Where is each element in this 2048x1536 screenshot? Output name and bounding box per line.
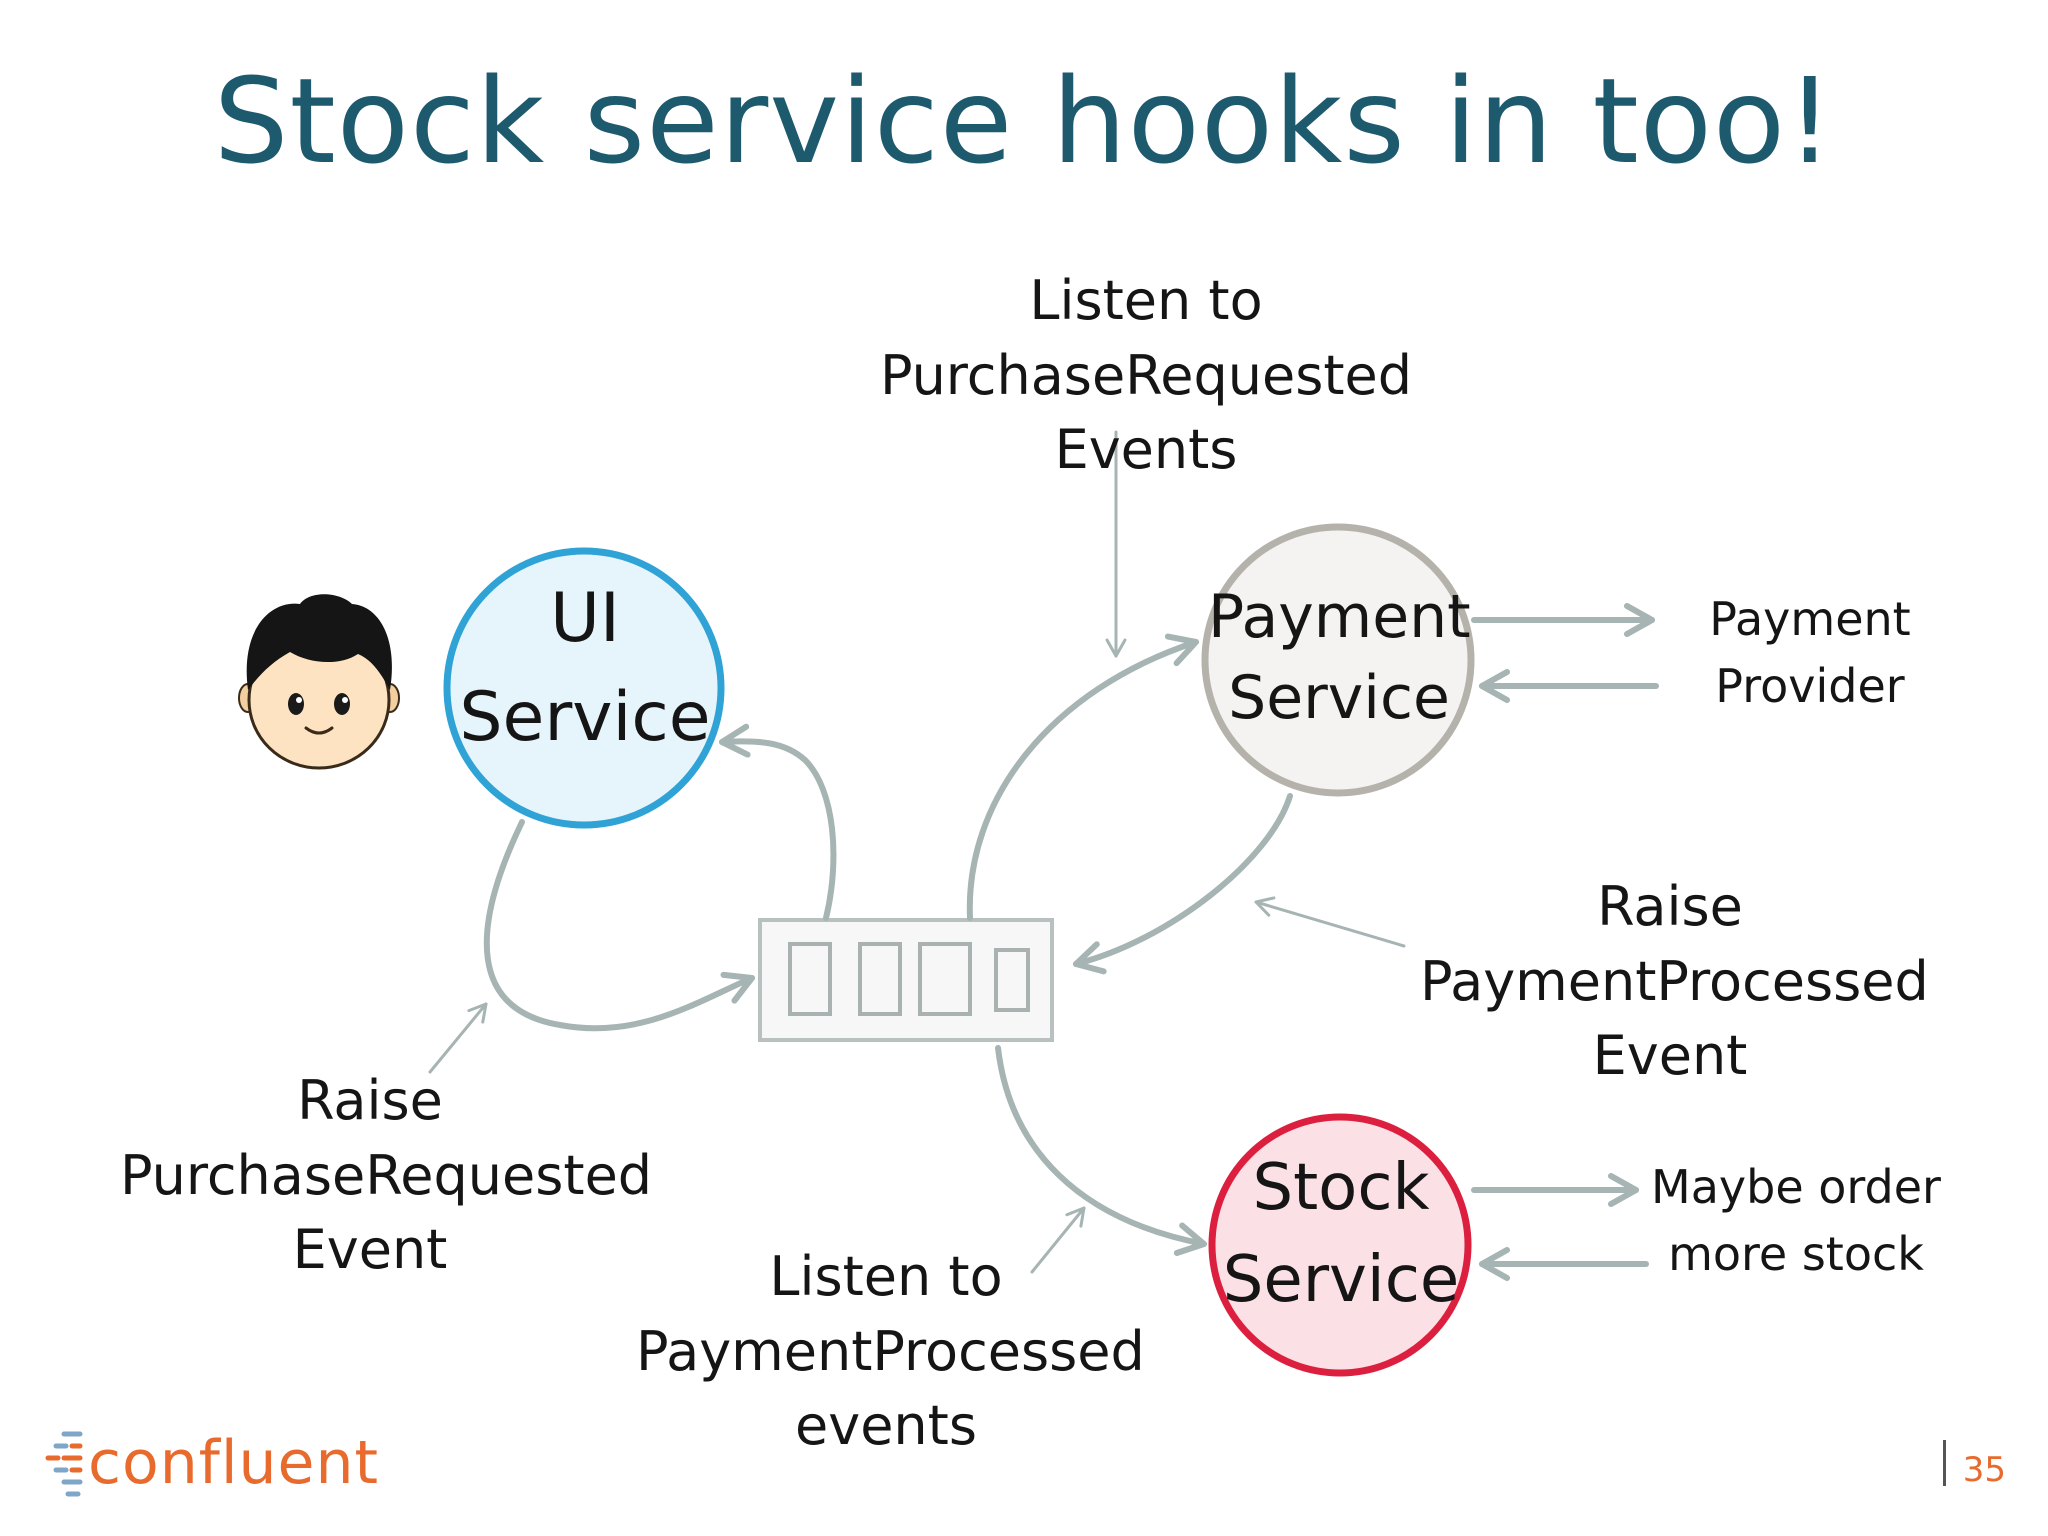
listen-payment-line1: Listen to (769, 1245, 1003, 1308)
page-number: 35 (1962, 1450, 2006, 1490)
ui-service-line1: UI (550, 579, 620, 658)
raise-payment-pointer (1254, 896, 1406, 948)
ui-to-log-arrow (483, 819, 755, 1032)
raise-payment-line3: Event (1592, 1024, 1748, 1088)
payment-to-log-arrow (1073, 793, 1293, 975)
payment-service-line1: Payment (1208, 582, 1471, 652)
maybe-order-label: Maybe order more stock (1636, 1154, 1956, 1287)
ui-service-circle (443, 547, 725, 829)
ui-service-line2: Service (459, 678, 711, 757)
raise-purchase-line1: Raise (297, 1069, 443, 1132)
log-to-stock-arrow (995, 1045, 1207, 1256)
stock-service-label: Stock Service (1212, 1148, 1470, 1320)
slide-title: Stock service hooks in too! (213, 52, 1835, 190)
listen-purchase-label: Listen to PurchaseRequested Events (796, 264, 1496, 488)
raise-purchase-pointer (428, 1002, 488, 1074)
user-face-icon (238, 594, 400, 770)
payment-provider-line1: Payment (1709, 592, 1911, 646)
raise-purchase-label: Raise PurchaseRequested Event (120, 1064, 653, 1288)
raise-payment-line2: PaymentProcessed (1420, 949, 1929, 1013)
payment-provider-label: Payment Provider (1660, 586, 1960, 719)
confluent-logo: confluent (44, 1428, 379, 1498)
listen-payment-label: Listen to PaymentProcessed events (636, 1240, 1145, 1464)
maybe-order-line2: more stock (1668, 1226, 1924, 1281)
event-log-icon (758, 918, 1054, 1042)
stock-service-circle (1208, 1113, 1472, 1377)
raise-purchase-line2: PurchaseRequested (120, 1143, 653, 1207)
confluent-logo-text: confluent (88, 1428, 380, 1498)
maybe-order-line1: Maybe order (1651, 1160, 1941, 1214)
raise-purchase-line3: Event (292, 1218, 448, 1282)
payment-service-line2: Service (1228, 663, 1450, 733)
listen-payment-line2: PaymentProcessed (636, 1319, 1145, 1383)
stock-service-line2: Service (1222, 1243, 1460, 1317)
log-to-ui-arrow (719, 723, 837, 921)
log-to-payment-arrow (966, 633, 1199, 921)
raise-payment-label: Raise PaymentProcessed Event (1420, 870, 1929, 1094)
listen-payment-line3: events (795, 1394, 977, 1458)
payment-service-circle (1201, 523, 1475, 797)
listen-purchase-line2: PurchaseRequested Events (879, 343, 1413, 482)
ui-service-label: UI Service (454, 576, 716, 760)
raise-payment-line1: Raise (1597, 875, 1743, 938)
page-divider (1943, 1440, 1946, 1486)
payment-provider-line2: Provider (1715, 658, 1905, 713)
payment-service-label: Payment Service (1208, 580, 1471, 736)
stock-service-line1: Stock (1252, 1151, 1430, 1225)
listen-purchase-line1: Listen to (1029, 269, 1263, 332)
listen-payment-pointer (1030, 1206, 1086, 1274)
confluent-logo-icon (45, 1431, 83, 1497)
